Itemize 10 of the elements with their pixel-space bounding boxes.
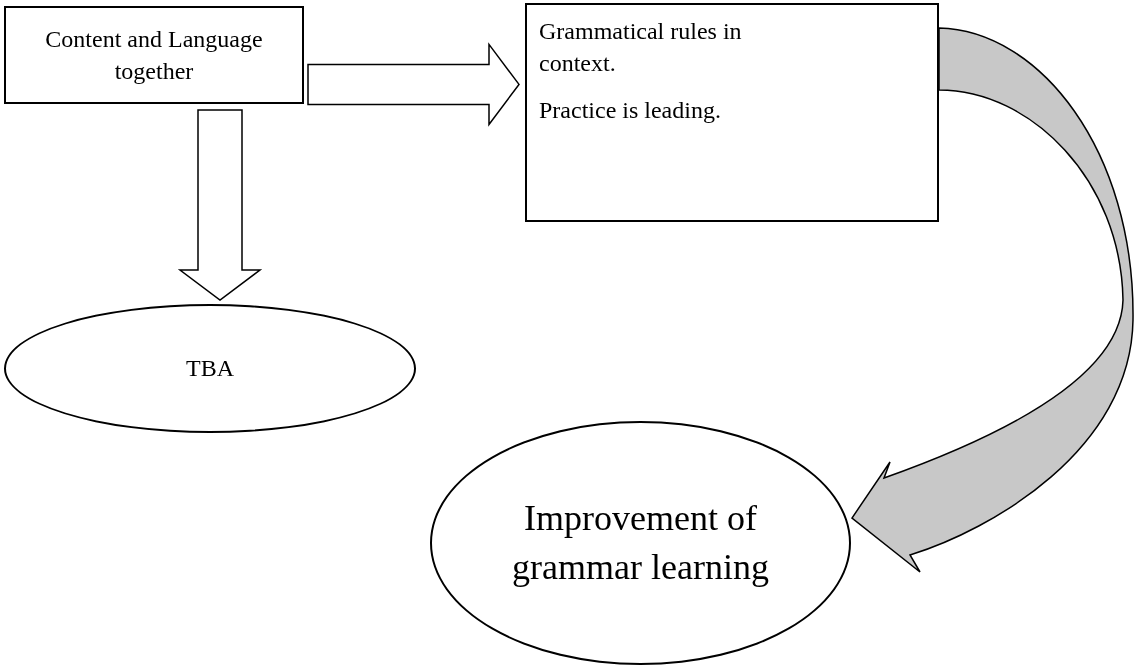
block-arrow (177, 109, 263, 301)
block-arrow (851, 27, 1134, 573)
node-text: Content and Language together (44, 24, 264, 86)
node-text: TBA (186, 354, 234, 384)
node-text: Improvement of grammar learning (511, 497, 770, 589)
process-box (525, 3, 939, 222)
process-box (4, 6, 304, 104)
node-text: Practice is leading. (539, 95, 721, 125)
block-arrow (307, 42, 520, 127)
node-text: Grammatical rules in context. (539, 17, 743, 79)
